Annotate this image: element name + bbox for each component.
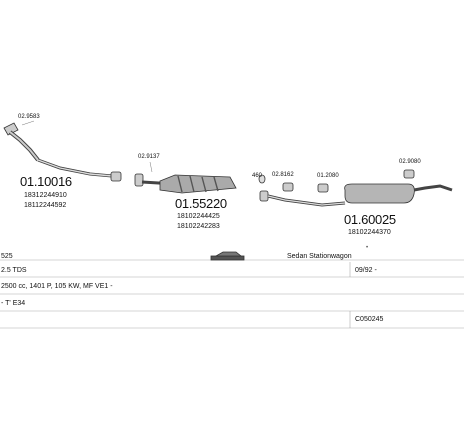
clamp-label: 02.9080 xyxy=(399,159,421,165)
chassis-cell: - T' E34 xyxy=(1,300,26,307)
dot-marker: • xyxy=(366,245,368,251)
code-cell: C050245 xyxy=(355,316,384,323)
oem-number: 18102244370 xyxy=(348,229,391,236)
model-cell: 525 xyxy=(1,253,13,260)
oem-number: 18312244910 xyxy=(24,192,67,199)
gasket xyxy=(258,174,266,184)
oem-number: 18102242283 xyxy=(177,223,220,230)
oem-number: 18102244425 xyxy=(177,213,220,220)
part-number: 01.55220 xyxy=(175,196,227,211)
part-number: 01.60025 xyxy=(344,212,396,227)
clamp-label: 02.8162 xyxy=(272,172,294,178)
oem-number: 18112244592 xyxy=(24,202,67,209)
table-lines xyxy=(0,259,464,329)
rear-silencer xyxy=(259,169,453,207)
body-cell: Sedan Stationwagon xyxy=(287,253,352,260)
car-icon xyxy=(210,251,245,261)
specs-cell: 2500 cc, 1401 P, 105 KW, MF VE1 - xyxy=(1,283,113,290)
catalyst xyxy=(134,161,237,194)
front-pipe xyxy=(3,120,122,182)
date-cell: 09/92 - xyxy=(355,267,377,274)
part-number: 01.10016 xyxy=(20,174,72,189)
clamp-label: 02.9583 xyxy=(18,114,40,120)
gasket-label: 460 xyxy=(252,173,263,179)
clamp-label: 02.9137 xyxy=(138,154,160,160)
clamp-label: 01.2080 xyxy=(317,173,339,179)
engine-cell: 2.5 TDS xyxy=(1,267,27,274)
